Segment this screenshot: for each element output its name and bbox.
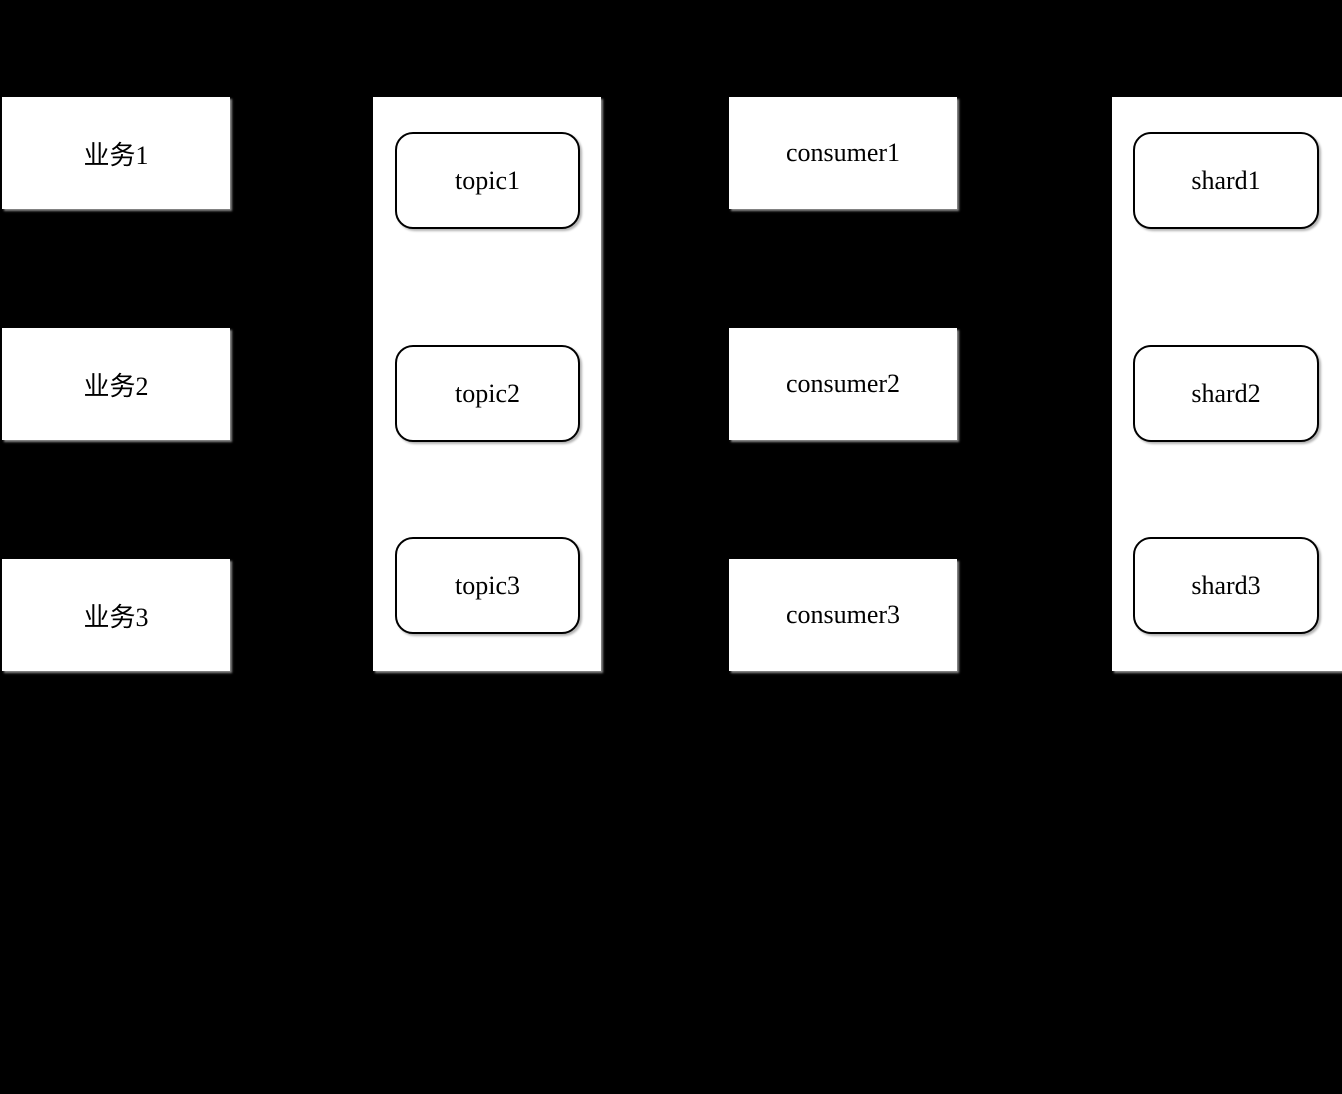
node-topic-2: topic2 xyxy=(395,345,580,442)
node-shard-2: shard2 xyxy=(1133,345,1319,442)
node-topic-2-label: topic2 xyxy=(455,378,520,408)
node-consumer-3-label: consumer3 xyxy=(785,600,901,629)
node-consumer-2-label: consumer2 xyxy=(785,369,901,398)
node-topic-3: topic3 xyxy=(395,537,580,634)
node-business-2-label: 业务2 xyxy=(83,371,149,401)
node-business-3-label: 业务3 xyxy=(83,602,149,632)
node-shard-1-label: shard1 xyxy=(1191,165,1261,195)
node-business-1-label: 业务1 xyxy=(83,140,149,170)
node-consumer-3: consumer3 xyxy=(729,559,957,671)
node-business-1: 业务1 xyxy=(2,97,230,209)
node-shard-3-label: shard3 xyxy=(1191,570,1261,600)
node-topic-1: topic1 xyxy=(395,132,580,229)
node-business-3: 业务3 xyxy=(2,559,230,671)
node-consumer-1-label: consumer1 xyxy=(785,138,901,167)
node-consumer-1: consumer1 xyxy=(729,97,957,209)
node-shard-1: shard1 xyxy=(1133,132,1319,229)
node-shard-2-label: shard2 xyxy=(1191,378,1261,408)
node-consumer-2: consumer2 xyxy=(729,328,957,440)
node-shard-3: shard3 xyxy=(1133,537,1319,634)
node-business-2: 业务2 xyxy=(2,328,230,440)
node-topic-3-label: topic3 xyxy=(455,570,520,600)
node-topic-1-label: topic1 xyxy=(455,165,520,195)
